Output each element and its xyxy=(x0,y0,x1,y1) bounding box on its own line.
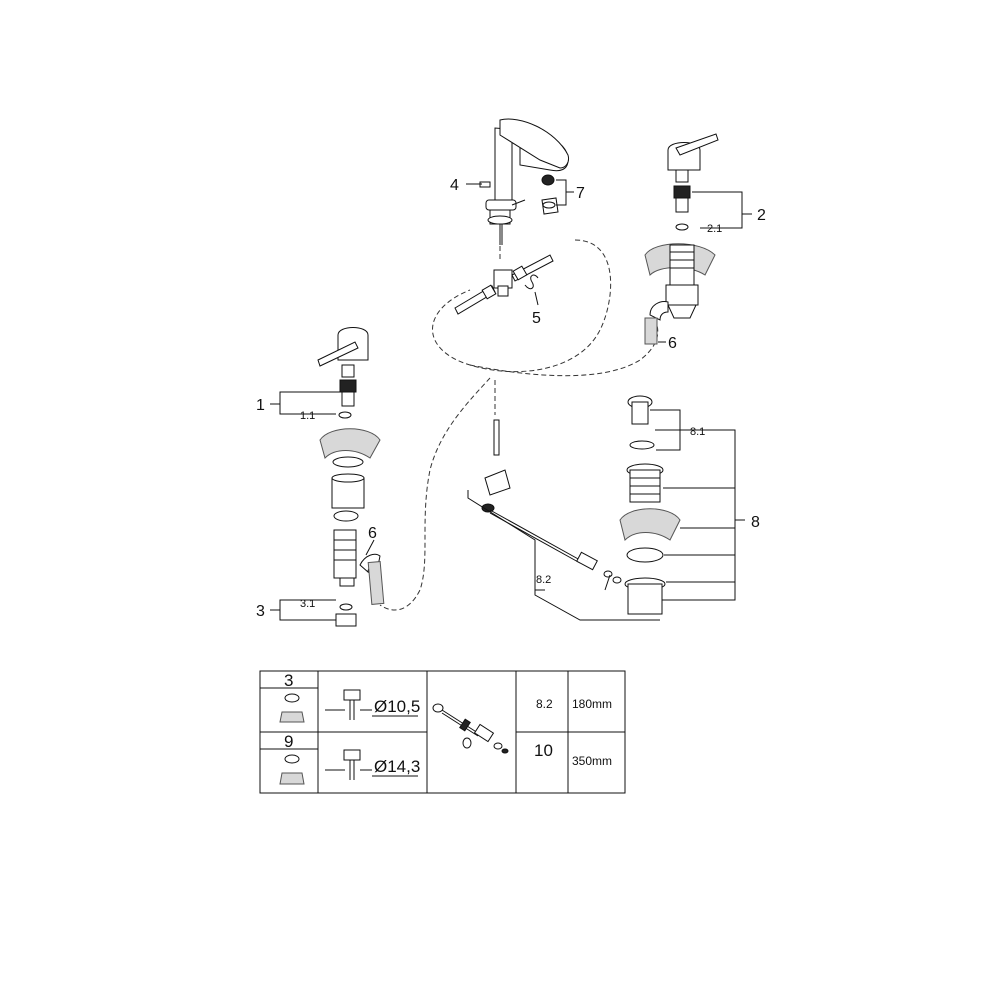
callout-2: 2 xyxy=(757,207,766,224)
callout-1: 1 xyxy=(256,397,265,414)
pop-up-rod-icon xyxy=(432,703,509,754)
length-row2: 350mm xyxy=(572,754,612,768)
callout-3: 3 xyxy=(256,603,265,620)
callout-7: 7 xyxy=(576,185,585,202)
diameter-row2: Ø14,3 xyxy=(374,757,420,776)
callout-3-1: 3.1 xyxy=(300,598,315,610)
callout-6-left: 6 xyxy=(368,525,377,542)
left-valve-assembly xyxy=(317,327,381,627)
callout-6-right: 6 xyxy=(668,335,677,352)
connection-dashed-lines xyxy=(379,230,659,611)
washer-icon xyxy=(284,754,300,764)
diameter-row1: Ø10,5 xyxy=(374,697,420,716)
aerator-part xyxy=(541,174,559,215)
right-valve-assembly xyxy=(644,133,719,319)
nut-icon xyxy=(279,711,305,723)
pop-up-rod xyxy=(481,419,622,584)
callout-2-1: 2.1 xyxy=(707,223,722,235)
left-hose xyxy=(359,553,385,605)
washer-icon xyxy=(284,693,300,703)
drain-assembly xyxy=(619,395,681,615)
callout-1-1: 1.1 xyxy=(300,410,315,422)
kit-number-row2: 9 xyxy=(284,732,293,751)
ref-row1: 8.2 xyxy=(536,697,553,711)
kit-number-row1: 3 xyxy=(284,671,293,690)
nut-icon xyxy=(279,772,305,785)
leader-lines xyxy=(270,179,752,621)
spout-assembly xyxy=(479,118,569,245)
right-hose xyxy=(644,301,669,345)
callout-labels: 4 7 2 2.1 5 6 1 1.1 8.1 8 6 8.2 3.1 3 xyxy=(256,177,766,620)
callout-8-2: 8.2 xyxy=(536,574,551,586)
callout-8: 8 xyxy=(751,514,760,531)
length-row1: 180mm xyxy=(572,697,612,711)
compression-nut-icon xyxy=(343,689,361,701)
callout-5: 5 xyxy=(532,310,541,327)
t-connector-hoses xyxy=(454,254,554,315)
ref-row2: 10 xyxy=(534,741,553,760)
compression-nut-icon xyxy=(343,749,361,761)
callout-4: 4 xyxy=(450,177,459,194)
callout-8-1: 8.1 xyxy=(690,426,705,438)
spare-parts-table: 3 Ø10,5 8.2 180mm 9 Ø14,3 10 350mm xyxy=(259,670,626,794)
